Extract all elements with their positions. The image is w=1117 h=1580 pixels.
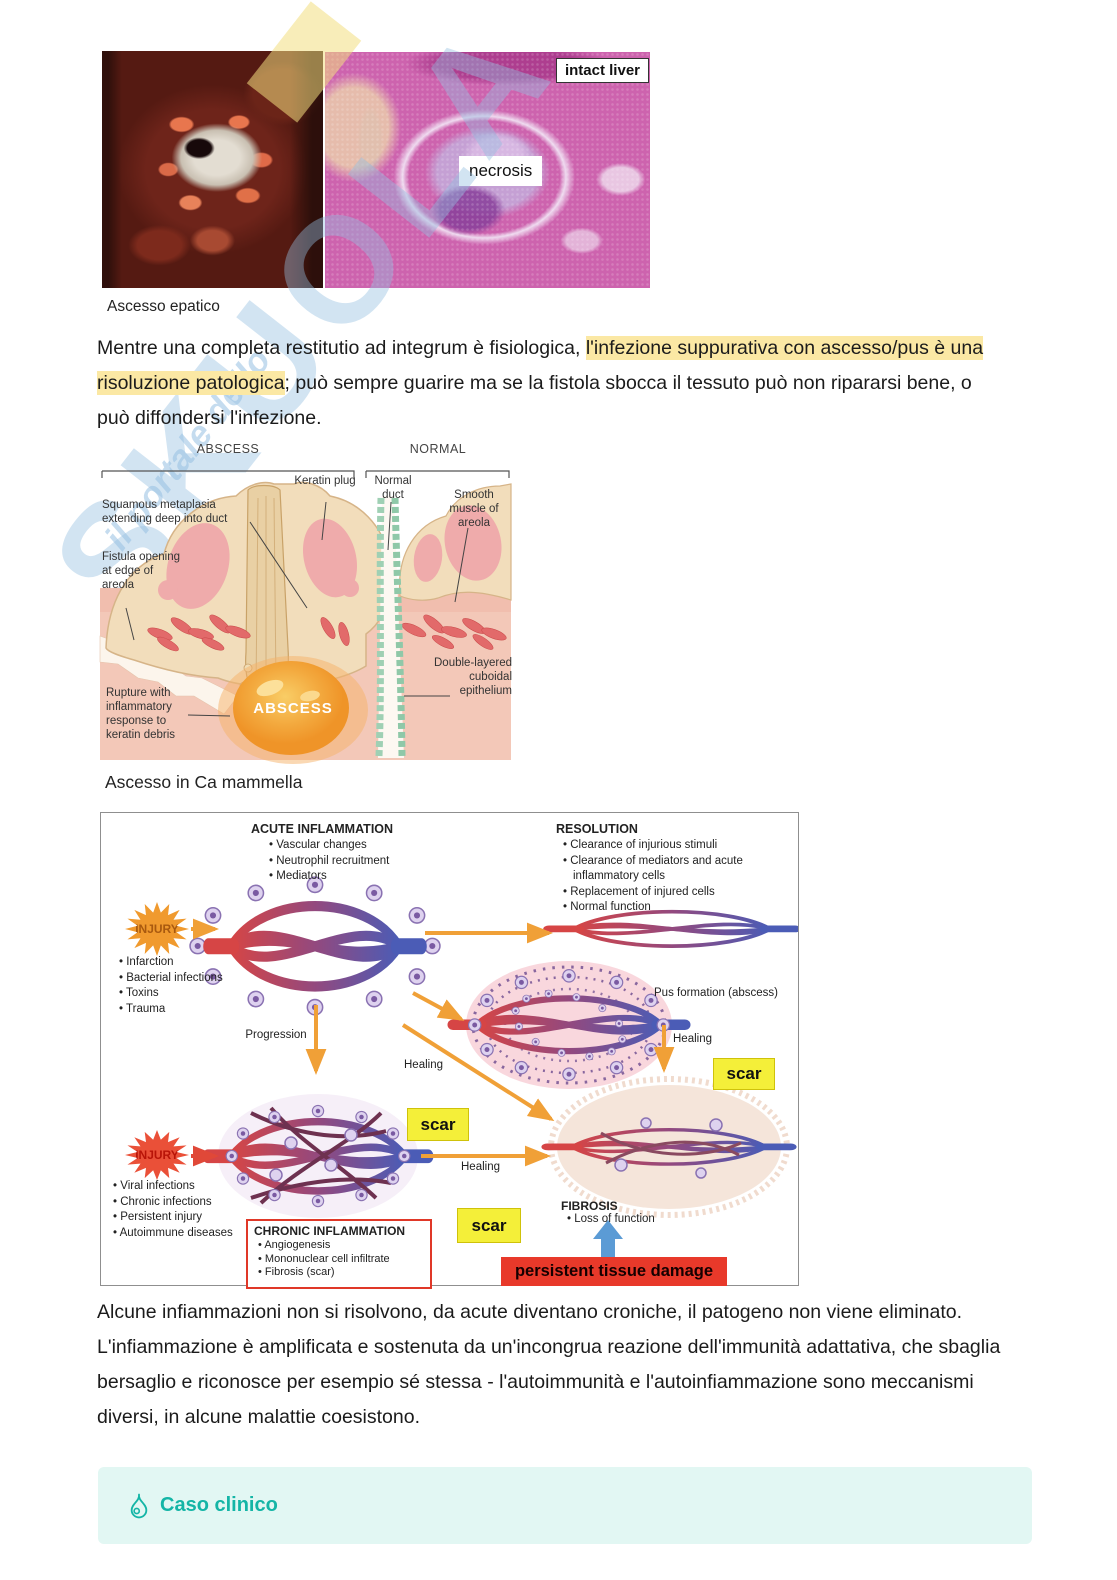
list-item: Persistent injury — [113, 1210, 253, 1226]
necrosis-label: necrosis — [459, 156, 543, 186]
list-item: Mononuclear cell infiltrate — [258, 1253, 424, 1267]
paragraph-text: Mentre una completa restitutio ad integr… — [97, 337, 586, 359]
inflammation-outcomes-diagram: ACUTE INFLAMMATION Vascular changes Neut… — [100, 812, 799, 1289]
list-item: Angiogenesis — [258, 1239, 424, 1253]
chronic-inflammation-title: CHRONIC INFLAMMATION — [254, 1224, 406, 1238]
persistent-tissue-damage-box: persistent tissue damage — [501, 1257, 727, 1286]
chronic-inflammation-box: CHRONIC INFLAMMATION Angiogenesis Mononu… — [246, 1219, 432, 1289]
injury-starburst-chronic: INJURY — [125, 1130, 189, 1180]
breast-figure-caption: Ascesso in Ca mammella — [105, 772, 303, 792]
liver-abscess-gross-photo — [102, 51, 323, 288]
chronic-inflammation-bullets: Angiogenesis Mononuclear cell infiltrate… — [258, 1239, 424, 1280]
list-item: Loss of function — [567, 1213, 713, 1225]
normal-duct-label: Normal duct — [374, 475, 412, 502]
list-item: Bacterial infections — [119, 971, 249, 987]
breast-diagram-art — [99, 470, 512, 764]
resolution-title: RESOLUTION — [556, 822, 638, 836]
abscess-section-header: ABSCESS — [196, 442, 260, 456]
keratin-plug-label: Keratin plug — [294, 475, 356, 487]
paragraph-text: ; può sempre guarire ma se la fistola sb… — [97, 372, 972, 429]
normal-section-header: NORMAL — [409, 442, 467, 456]
acute-inflammation-bullets: Vascular changes Neutrophil recruitment … — [269, 838, 449, 885]
caso-clinico-callout: Caso clinico — [98, 1467, 1032, 1544]
fibrosis-title: FIBROSIS — [561, 1199, 618, 1213]
liver-figure-caption: Ascesso epatico — [107, 298, 220, 315]
list-item: Clearance of injurious stimuli — [563, 838, 763, 854]
caso-clinico-title: Caso clinico — [160, 1494, 278, 1516]
chronic-causes-list: Viral infections Chronic infections Pers… — [113, 1179, 253, 1241]
intact-liver-label: intact liver — [555, 58, 649, 83]
list-item: Vascular changes — [269, 838, 449, 854]
list-item: Fibrosis (scar) — [258, 1266, 424, 1280]
list-item: Replacement of injured cells — [563, 885, 763, 901]
resolution-bullets: Clearance of injurious stimuli Clearance… — [563, 838, 763, 916]
list-item: Viral infections — [113, 1179, 253, 1195]
healing-label-diagonal: Healing — [404, 1059, 443, 1071]
flame-icon — [130, 1493, 148, 1519]
healing-label-middle: Healing — [461, 1161, 500, 1173]
list-item: Trauma — [119, 1002, 249, 1018]
list-item: Normal function — [563, 900, 763, 916]
list-item: Autoimmune diseases — [113, 1226, 253, 1242]
acute-causes-list: Infarction Bacterial infections Toxins T… — [119, 955, 249, 1017]
rupture-label: Rupture with inflammatory response to ke… — [106, 687, 176, 742]
paragraph-chronic-inflammation: Alcune infiammazioni non si risolvono, d… — [97, 1301, 1001, 1428]
breast-abscess-diagram: ABSCESS NORMAL Squamous metaplasia exten… — [98, 438, 513, 766]
paragraph-restitutio: Mentre una completa restitutio ad integr… — [97, 331, 994, 436]
cuboidal-epithelium-label: Double-layered cuboidal epithelium — [434, 657, 512, 698]
liver-abscess-histology-image: intact liver necrosis — [325, 52, 650, 288]
smooth-muscle-label: Smooth muscle of areola — [449, 489, 499, 530]
pus-formation-label: Pus formation (abscess) — [654, 987, 778, 999]
progression-label: Progression — [245, 1029, 307, 1041]
list-item: Clearance of mediators and acute inflamm… — [563, 854, 763, 885]
acute-inflammation-title: ACUTE INFLAMMATION — [250, 822, 394, 836]
fistula-opening-label: Fistula opening at edge of areola — [102, 551, 180, 592]
inflammation-diagram-art — [189, 876, 798, 1257]
healing-label-pus: Healing — [673, 1033, 712, 1045]
injury-label: INJURY — [135, 922, 179, 936]
injury-starburst-acute: INJURY — [125, 902, 189, 956]
list-item: Chronic infections — [113, 1195, 253, 1211]
fibrosis-bullets: Loss of function — [567, 1213, 713, 1225]
fibrosis-block: FIBROSIS Loss of function — [553, 1199, 713, 1225]
injury-label: INJURY — [135, 1148, 179, 1162]
list-item: Neutrophil recruitment — [269, 854, 449, 870]
scar-box-middle: scar — [407, 1108, 469, 1141]
list-item: Mediators — [269, 869, 449, 885]
list-item: Infarction — [119, 955, 249, 971]
abscess-blob-label: ABSCESS — [253, 700, 333, 717]
scar-box-right: scar — [713, 1058, 775, 1090]
list-item: Toxins — [119, 986, 249, 1002]
squamous-metaplasia-label: Squamous metaplasia extending deep into … — [102, 499, 228, 526]
scar-box-bottom: scar — [457, 1208, 521, 1243]
